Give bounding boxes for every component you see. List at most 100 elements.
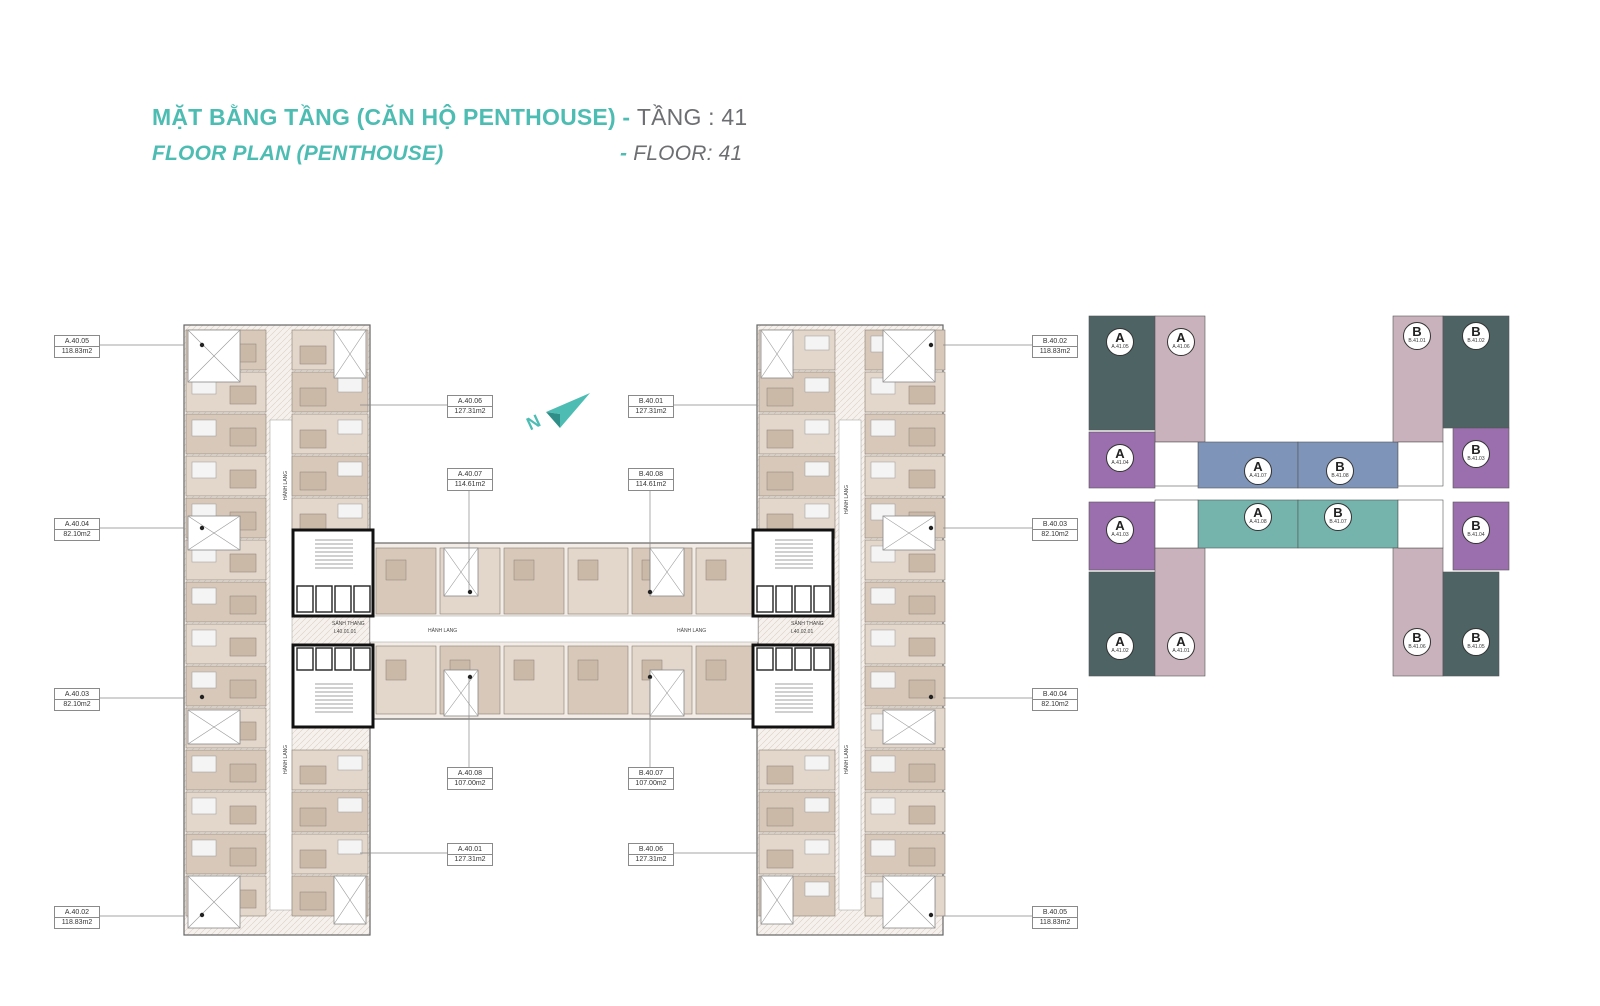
key-corridor xyxy=(1397,499,1444,549)
unit-label-a4007[interactable]: A.40.07 114.61m2 xyxy=(447,468,493,491)
badge-letter: A xyxy=(1253,459,1263,474)
void-cross xyxy=(882,329,936,383)
badge-code: B.41.03 xyxy=(1467,456,1485,462)
unit-dot xyxy=(467,589,473,595)
unit-area: 127.31m2 xyxy=(635,856,667,863)
unit-label-a4005[interactable]: A.40.05 118.83m2 xyxy=(54,335,100,358)
unit-area: 127.31m2 xyxy=(454,856,486,863)
bed xyxy=(908,385,936,405)
badge-code: B.41.04 xyxy=(1467,532,1485,538)
unit-area: 127.31m2 xyxy=(635,408,667,415)
elevator-shaft xyxy=(756,585,774,613)
void-cross xyxy=(443,669,479,717)
bathroom xyxy=(337,797,363,813)
unit-code: B.40.04 xyxy=(1033,690,1077,700)
bathroom xyxy=(337,503,363,519)
unit-area: 114.61m2 xyxy=(454,481,486,488)
bed xyxy=(229,847,257,867)
unit-label-b4003[interactable]: B.40.03 82.10m2 xyxy=(1032,518,1078,541)
elevator-shaft xyxy=(315,585,333,613)
badge-letter: B xyxy=(1471,442,1481,457)
bathroom xyxy=(870,671,896,689)
bed xyxy=(229,427,257,447)
bathroom xyxy=(191,839,217,857)
badge-code: A.41.06 xyxy=(1172,344,1190,350)
bed xyxy=(908,637,936,657)
bathroom xyxy=(870,755,896,773)
badge-code: A.41.01 xyxy=(1172,648,1190,654)
unit-code: B.40.03 xyxy=(1033,520,1077,530)
elevator-shaft xyxy=(296,647,314,671)
elevator-shaft xyxy=(353,585,371,613)
unit-label-b4006[interactable]: B.40.06 127.31m2 xyxy=(628,843,674,866)
elevator-shaft xyxy=(334,647,352,671)
unit-code: B.40.06 xyxy=(629,845,673,855)
bed xyxy=(577,659,599,681)
unit-label-a4003[interactable]: A.40.03 82.10m2 xyxy=(54,688,100,711)
bed xyxy=(908,427,936,447)
unit-dot xyxy=(647,674,653,680)
badge-code: A.41.02 xyxy=(1111,648,1129,654)
bed xyxy=(766,765,794,785)
unit-area: 82.10m2 xyxy=(63,531,91,538)
unit-area: 82.10m2 xyxy=(63,701,91,708)
unit-code: A.40.05 xyxy=(55,337,99,347)
elevator-shaft xyxy=(296,585,314,613)
unit-area: 107.00m2 xyxy=(635,780,667,787)
bed xyxy=(385,559,407,581)
bed xyxy=(229,637,257,657)
bed xyxy=(766,471,794,491)
unit-code: A.40.06 xyxy=(448,397,492,407)
bathroom xyxy=(804,839,830,855)
bed xyxy=(766,387,794,407)
void-cross xyxy=(649,669,685,717)
unit-label-a4001[interactable]: A.40.01 127.31m2 xyxy=(447,843,493,866)
elevator-shaft xyxy=(813,585,831,613)
elevator-shaft xyxy=(775,647,793,671)
bed xyxy=(299,807,327,827)
unit-label-a4006[interactable]: A.40.06 127.31m2 xyxy=(447,395,493,418)
unit-label-b4007[interactable]: B.40.07 107.00m2 xyxy=(628,767,674,790)
bed xyxy=(577,559,599,581)
unit-label-a4008[interactable]: A.40.08 107.00m2 xyxy=(447,767,493,790)
unit-code: A.40.07 xyxy=(448,470,492,480)
unit-label-b4005[interactable]: B.40.05 118.83m2 xyxy=(1032,906,1078,929)
unit-code: B.40.02 xyxy=(1033,337,1077,347)
bed xyxy=(299,849,327,869)
bathroom xyxy=(804,503,830,519)
unit-label-b4004[interactable]: B.40.04 82.10m2 xyxy=(1032,688,1078,711)
unit-label-a4002[interactable]: A.40.02 118.83m2 xyxy=(54,906,100,929)
bed xyxy=(229,385,257,405)
unit-label-b4008[interactable]: B.40.08 114.61m2 xyxy=(628,468,674,491)
bathroom xyxy=(870,839,896,857)
key-corridor xyxy=(1154,499,1199,549)
title-dash-en: - xyxy=(620,142,628,165)
unit-label-b4001[interactable]: B.40.01 127.31m2 xyxy=(628,395,674,418)
title-vi: MẶT BẰNG TẦNG (CĂN HỘ PENTHOUSE) xyxy=(152,104,616,130)
badge-code: B.41.01 xyxy=(1408,338,1426,344)
page-title-vi: MẶT BẰNG TẦNG (CĂN HỘ PENTHOUSE) - TẦNG … xyxy=(152,104,747,131)
title-en: FLOOR PLAN (PENTHOUSE) xyxy=(152,142,444,165)
unit-area: 82.10m2 xyxy=(1041,531,1069,538)
bathroom xyxy=(804,461,830,477)
unit-label-a4004[interactable]: A.40.04 82.10m2 xyxy=(54,518,100,541)
unit-label-b4002[interactable]: B.40.02 118.83m2 xyxy=(1032,335,1078,358)
void-cross xyxy=(187,515,241,551)
